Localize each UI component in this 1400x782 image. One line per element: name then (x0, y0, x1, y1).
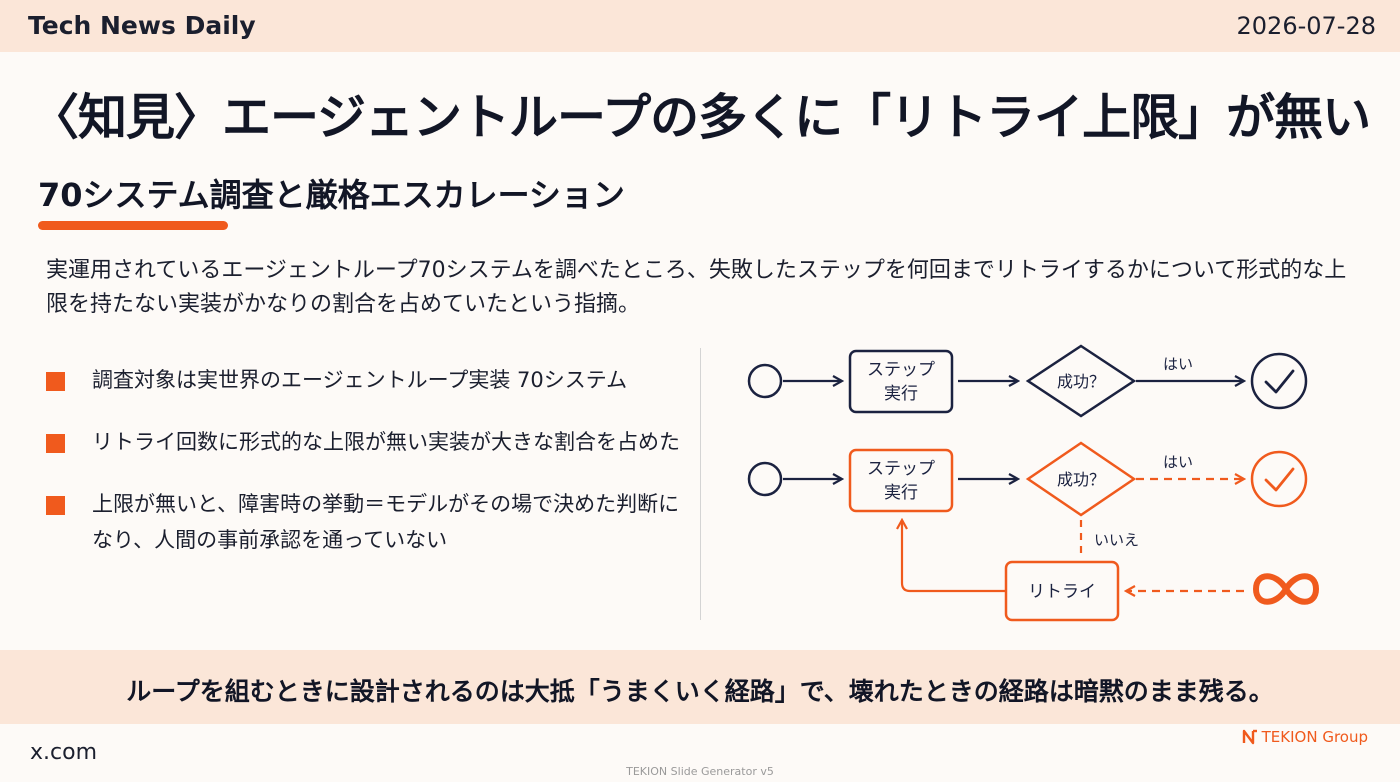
decision-diamond (1025, 344, 1137, 418)
step-box-orange (848, 448, 954, 513)
step-label-line1: ステップ (867, 360, 935, 380)
decision-label: 成功？ (1057, 470, 1105, 489)
decision-diamond-orange (1025, 441, 1137, 517)
check-circle-icon-orange (1250, 450, 1308, 508)
step-label-line2: 実行 (884, 483, 918, 503)
yes-label: はい (1163, 355, 1193, 373)
check-circle-icon (1250, 352, 1308, 410)
bullet-text: 調査対象は実世界のエージェントループ実装 70システム (92, 368, 628, 392)
source-label: x.com (30, 740, 97, 765)
bullet-text: 上限が無いと、障害時の挙動＝モデルがその場で決めた判断になり、人間の事前承認を通… (92, 492, 680, 552)
infinity-icon (1253, 573, 1319, 605)
subtitle-underline (38, 221, 228, 230)
company-logo: TEKION Group (1241, 728, 1368, 746)
logo-text: TEKION Group (1261, 728, 1368, 746)
check-mark-icon-orange (1264, 467, 1295, 492)
bullet-item: 調査対象は実世界のエージェントループ実装 70システム (46, 362, 686, 398)
retry-flow-diagram: ステップ 実行 成功？ はい ステップ 実行 成功？ はい いいえ リトライ (747, 344, 1319, 622)
retry-label: リトライ (1028, 582, 1096, 602)
bullet-item: リトライ回数に形式的な上限が無い実装が大きな割合を占めた (46, 424, 686, 460)
tekion-logo-icon (1241, 728, 1259, 746)
step-label-line1: ステップ (867, 459, 935, 479)
step-box (848, 349, 954, 414)
column-divider (700, 348, 701, 620)
brand-name: Tech News Daily (28, 11, 256, 40)
generator-credit: TEKION Slide Generator v5 (626, 765, 774, 778)
publish-date: 2026-07-28 (1236, 12, 1376, 40)
no-label: いいえ (1094, 531, 1139, 549)
bullet-text: リトライ回数に形式的な上限が無い実装が大きな割合を占めた (92, 430, 680, 454)
yes-label: はい (1163, 453, 1193, 471)
step-label-line2: 実行 (884, 384, 918, 404)
slide-title: 〈知見〉エージェントループの多くに「リトライ上限」が無い (30, 89, 1371, 146)
start-circle-icon (747, 363, 783, 399)
top-bar: Tech News Daily 2026-07-28 (0, 0, 1400, 52)
bullet-item: 上限が無いと、障害時の挙動＝モデルがその場で決めた判断になり、人間の事前承認を通… (46, 486, 686, 558)
check-mark-icon (1264, 369, 1295, 394)
arrow-retry-to-step (902, 520, 1006, 593)
bullet-list: 調査対象は実世界のエージェントループ実装 70システム リトライ回数に形式的な上… (46, 362, 686, 558)
bullet-square-icon (46, 434, 65, 453)
flow-row-success: ステップ 実行 成功？ はい (747, 344, 1308, 418)
decision-label: 成功？ (1057, 372, 1105, 391)
lead-paragraph: 実運用されているエージェントループ70システムを調べたところ、失敗したステップを… (46, 258, 1347, 317)
slide-subtitle: 70システム調査と厳格エスカレーション (38, 176, 625, 214)
flow-row-retry: ステップ 実行 成功？ はい いいえ リトライ (747, 441, 1319, 622)
bullet-square-icon (46, 496, 65, 515)
bullet-square-icon (46, 372, 65, 391)
takeaway-text: ループを組むときに設計されるのは大抵「うまくいく経路」で、壊れたときの経路は暗黙… (126, 677, 1274, 706)
takeaway-band (0, 650, 1400, 724)
start-circle-icon (747, 461, 783, 497)
